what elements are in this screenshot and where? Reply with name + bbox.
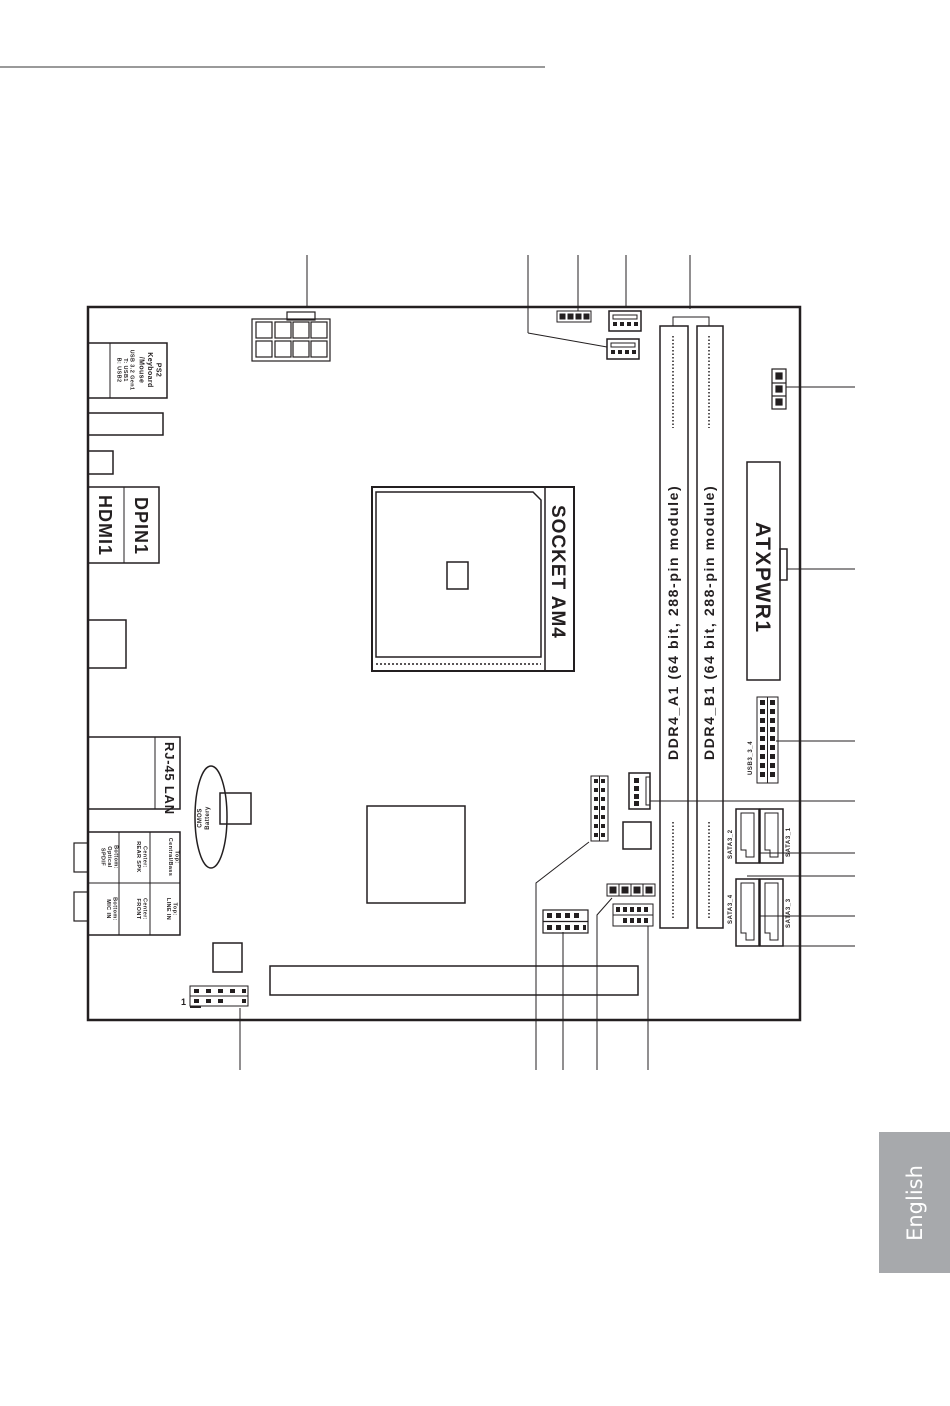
cpu-fan-header [628, 772, 651, 810]
rear-io-block [73, 342, 181, 936]
sata3-2-connector [735, 808, 760, 864]
header-rule [0, 66, 545, 68]
usb-stack-label: USB 3.2 Gen1T: USB1B: USB2 [116, 350, 135, 391]
audio-label-top-left: Top:Central/Bass [167, 838, 180, 876]
ps2-label: PS2Keyboard/Mouse [138, 352, 162, 388]
fan-header-top-left [606, 338, 640, 360]
audio-label-top-left-text: Top:Central/Bass [167, 838, 180, 876]
pin1-marker: 1 [181, 997, 186, 1007]
sata3-1-label: SATA3_1 [786, 827, 792, 857]
audio-label-bottom-left: Bottom:OpticalSPDIF [100, 845, 119, 869]
audio-label-center-left: Center:REAR SPK [135, 841, 148, 873]
front-audio-header [189, 985, 249, 1008]
callout-lines-bottom [239, 841, 649, 1070]
callout-lines-top [306, 255, 710, 348]
ps2-label-text: PS2Keyboard/Mouse [138, 352, 162, 388]
chipset [366, 805, 466, 904]
sata3-2-label: SATA3_2 [728, 829, 734, 859]
cpu-socket [371, 486, 575, 672]
ps2-usb-port [87, 342, 168, 399]
atx-power-label: ATXPWR1 [751, 522, 774, 634]
audio-label-center-right: Center:FRONT [135, 898, 148, 920]
dimm-slot-a1 [659, 325, 689, 929]
sata3-3-label: SATA3_3 [786, 898, 792, 928]
dimm-slot-b1 [696, 325, 724, 929]
usb-header-label: USB3_3_4 [748, 741, 754, 775]
sata3-4-label: SATA3_4 [728, 894, 734, 924]
atx-power-connector [746, 461, 788, 681]
usb-port-block [87, 412, 164, 436]
pcie-slot [269, 965, 639, 996]
audio-label-bottom-right-text: Bottom:MIC IN [105, 897, 118, 921]
sata3-1-connector [759, 808, 784, 864]
dp-label: DPIN1 [131, 497, 151, 555]
usb-port-block-2 [87, 619, 127, 669]
audio-label-top-right: Top:LINE IN [165, 898, 178, 920]
dimm-b1-label: DDR4_B1 (64 bit, 288-pin module) [701, 485, 717, 760]
chassis-header-horizontal [606, 883, 656, 897]
audio-label-center-left-text: Center:REAR SPK [135, 841, 148, 873]
audio-label-center-right-text: Center:FRONT [135, 898, 148, 920]
audio-label-top-right-text: Top:LINE IN [165, 898, 178, 920]
socket-label: SOCKET AM4 [547, 505, 568, 639]
sata3-4-connector [735, 878, 760, 947]
lan-label: RJ-45 LAN [162, 742, 177, 815]
usb3-header [756, 696, 779, 784]
front-panel-header [612, 903, 654, 927]
language-tab-label: English [902, 1164, 927, 1241]
small-chip-2 [219, 792, 252, 825]
vertical-pin-header [590, 775, 609, 842]
sata3-3-connector [759, 878, 784, 947]
small-chip-3 [212, 942, 243, 973]
clear-cmos-jumper [771, 368, 787, 410]
lan-port [87, 736, 181, 810]
usb-stack-label-text: USB 3.2 Gen1T: USB1B: USB2 [116, 350, 135, 391]
dimm-a1-label: DDR4_A1 (64 bit, 288-pin module) [665, 485, 681, 760]
cpu-power-8pin-connector [251, 311, 331, 362]
language-tab: English [879, 1132, 950, 1273]
audio-label-bottom-right: Bottom:MIC IN [105, 897, 118, 921]
hdmi-label: HDMI1 [95, 495, 115, 556]
cmos-battery [194, 765, 228, 869]
usb2-header [542, 909, 589, 934]
small-chip-1 [622, 821, 652, 850]
small-port [87, 450, 114, 475]
jumper-header-top [556, 310, 592, 323]
fan-header-top-right [608, 310, 642, 332]
audio-label-bottom-left-text: Bottom:OpticalSPDIF [100, 845, 119, 869]
